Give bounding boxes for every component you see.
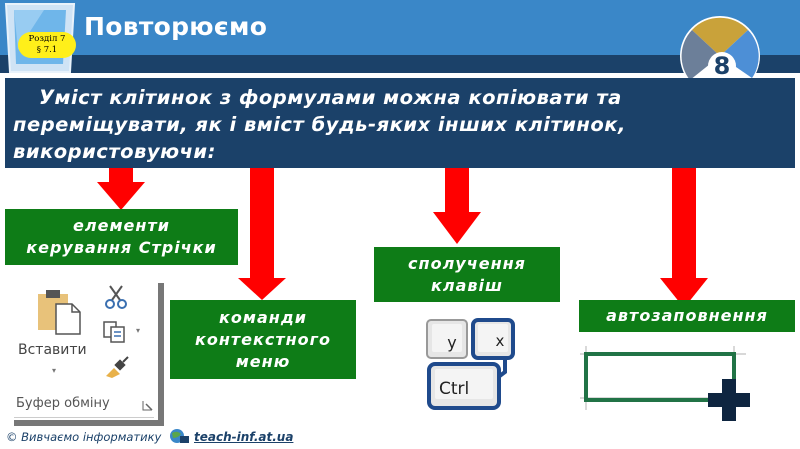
grade-logo-icon: 8: [680, 16, 760, 92]
clipboard-group-label: Буфер обміну: [16, 396, 110, 411]
option-ribbon-line-2: керування Стрічки: [26, 238, 217, 257]
statement-line-3: використовуючи:: [13, 140, 216, 163]
option-autofill-line-1: автозаповнення: [606, 306, 768, 325]
option-keys-line-2: клавіш: [431, 275, 503, 295]
option-ribbon-line-1: елементи: [73, 216, 170, 235]
autofill-handle-icon: [580, 346, 750, 421]
format-painter-icon[interactable]: [104, 356, 130, 378]
paste-icon[interactable]: [36, 288, 84, 336]
globe-icon: [170, 429, 189, 443]
badge-chapter: Розділ 7: [28, 34, 66, 44]
header-strip: [0, 55, 800, 73]
paste-button-label[interactable]: Вставити: [18, 342, 87, 358]
dialog-launcher-icon[interactable]: [142, 400, 153, 411]
badge-paragraph: § 7.1: [36, 45, 58, 55]
page-title: Повторюємо: [84, 12, 268, 41]
header-divider: [0, 73, 800, 78]
option-autofill: автозаповнення: [579, 300, 795, 332]
footer-copyright: © Вивчаємо інформатику: [6, 430, 162, 444]
main-statement: Уміст клітинок з формулами можна копіюва…: [5, 78, 795, 168]
option-context-line-1: команди: [219, 307, 307, 327]
ribbon-divider: [14, 417, 154, 418]
option-ribbon-controls: елементи керування Стрічки: [5, 209, 238, 265]
statement-line-1: Уміст клітинок з формулами можна копіюва…: [39, 86, 622, 109]
option-context-line-2: контекстного: [194, 329, 332, 349]
option-context-line-3: меню: [235, 351, 291, 371]
cut-icon[interactable]: [104, 284, 128, 310]
svg-text:8: 8: [714, 52, 731, 80]
keyboard-keys-icon: y x Ctrl: [426, 318, 515, 410]
option-key-combination: сполучення клавіш: [374, 247, 560, 302]
ribbon-shadow-bottom: [14, 420, 164, 426]
option-context-menu: команди контекстного меню: [170, 300, 356, 379]
svg-text:x: x: [496, 332, 505, 350]
statement-line-2: переміщувати, як і вміст будь-яких інших…: [13, 113, 626, 136]
ribbon-shadow: [158, 283, 164, 423]
footer-website-link[interactable]: teach-inf.at.ua: [194, 430, 294, 444]
copy-icon[interactable]: [102, 320, 128, 344]
option-keys-line-1: сполучення: [408, 253, 526, 273]
header-banner: [0, 0, 800, 55]
paste-dropdown-icon[interactable]: ▾: [52, 366, 57, 375]
svg-text:Ctrl: Ctrl: [439, 379, 469, 399]
copy-dropdown-icon[interactable]: ▾: [136, 326, 141, 335]
svg-text:y: y: [447, 333, 456, 352]
section-badge: Розділ 7 § 7.1: [18, 32, 76, 58]
